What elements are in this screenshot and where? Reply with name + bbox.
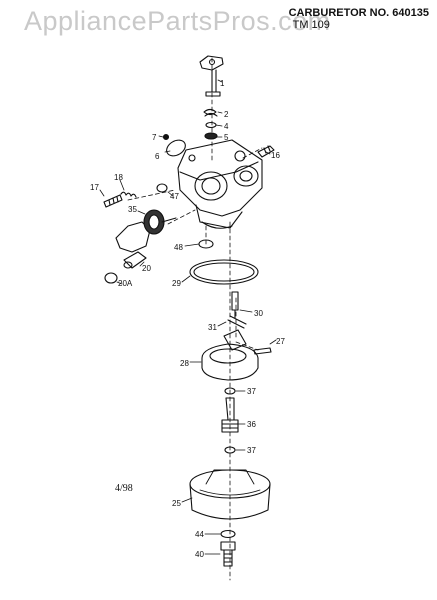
o-ring-lower-part <box>224 446 236 454</box>
callout-29: 29 <box>172 279 181 288</box>
seal-part <box>204 132 218 140</box>
callout-48: 48 <box>174 243 183 252</box>
carburetor-body <box>177 139 263 229</box>
throttle-lever-part <box>199 55 224 97</box>
float-part <box>201 329 259 381</box>
bowl-gasket-part <box>189 259 259 285</box>
inlet-needle-part <box>231 291 239 319</box>
callout-labels: 1 2 4 5 6 7 16 17 18 35 47 48 20 20A 29 … <box>90 79 285 559</box>
throttle-plate-part <box>166 139 186 157</box>
callout-6: 6 <box>155 152 160 161</box>
callout-7: 7 <box>152 133 157 142</box>
hinge-pin-part <box>253 347 272 355</box>
diagram-subtitle: TM 109 <box>292 19 330 31</box>
callout-4: 4 <box>224 122 229 131</box>
callout-47: 47 <box>170 192 179 201</box>
date-code: 4/98 <box>115 483 133 494</box>
callout-31: 31 <box>208 323 217 332</box>
main-nozzle-part <box>221 397 239 433</box>
bowl-screw-part <box>220 541 236 567</box>
fitting-cap-part <box>104 272 118 284</box>
callout-20: 20 <box>142 264 151 273</box>
callout-35: 35 <box>128 205 137 214</box>
bowl-washer-part <box>220 529 236 539</box>
callout-44: 44 <box>195 530 204 539</box>
speed-screw-part <box>103 191 137 208</box>
callout-5: 5 <box>224 133 229 142</box>
callout-27: 27 <box>276 337 285 346</box>
callout-36: 36 <box>247 420 256 429</box>
callout-leader-lines <box>99 79 277 555</box>
washer-part <box>205 121 217 129</box>
callout-37-upper: 37 <box>247 387 256 396</box>
callout-20a: 20A <box>118 279 133 288</box>
o-ring-upper-part <box>224 387 236 395</box>
watermark: AppliancePartsPros.com <box>24 6 331 36</box>
inlet-fitting-part <box>123 251 147 269</box>
o-ring-small-part <box>156 183 168 193</box>
callout-28: 28 <box>180 359 189 368</box>
callout-16: 16 <box>271 151 280 160</box>
callout-1: 1 <box>220 79 225 88</box>
callout-37-lower: 37 <box>247 446 256 455</box>
diagram-title: CARBURETOR NO. 640135 <box>288 7 429 19</box>
assembly-guide-lines <box>127 57 263 581</box>
callout-17: 17 <box>90 183 99 192</box>
diagram-title-block: CARBURETOR NO. 640135 TM 109 <box>289 7 429 31</box>
shaft-spring-part <box>203 108 218 117</box>
callout-30: 30 <box>254 309 263 318</box>
plate-screw-part <box>162 133 170 141</box>
callout-2: 2 <box>224 110 229 119</box>
callout-18: 18 <box>114 173 123 182</box>
choke-assembly-part <box>115 209 177 253</box>
callout-40: 40 <box>195 550 204 559</box>
float-pin-part <box>227 315 247 329</box>
callout-25: 25 <box>172 499 181 508</box>
float-bowl-part <box>189 469 271 520</box>
